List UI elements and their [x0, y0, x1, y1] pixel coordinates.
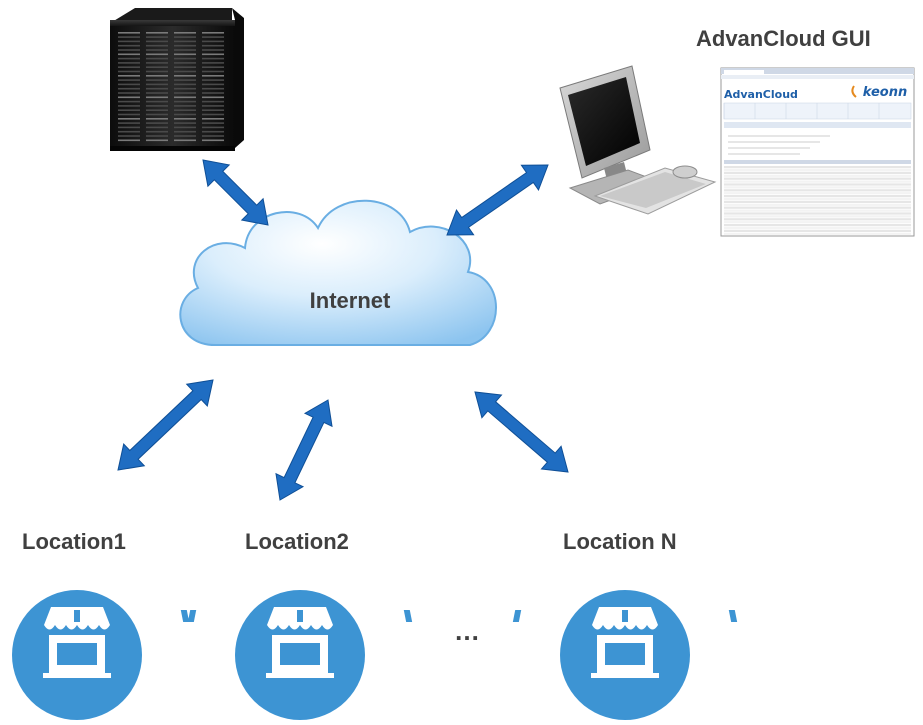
location-label-2: Location2 [245, 529, 349, 554]
store-icons [12, 590, 738, 720]
ellipsis: … [454, 616, 480, 646]
store-icon [512, 590, 738, 720]
screenshot-table [723, 102, 912, 235]
cloud-icon: Internet [179, 199, 497, 346]
arrow-cloud-location1 [117, 379, 214, 471]
arrow-server-cloud [202, 159, 269, 226]
arrow-cloud-locationn [474, 391, 569, 473]
advancloud-screenshot: AdvanCloud keonn [720, 67, 915, 237]
server-rack-icon [110, 8, 244, 151]
computer-monitor-icon [559, 65, 717, 215]
location-label-n: Location N [563, 529, 677, 554]
screenshot-app-name: AdvanCloud [724, 88, 798, 101]
arrow-cloud-computer [446, 164, 549, 236]
connection-arrows [117, 159, 569, 501]
location-label-1: Location1 [22, 529, 126, 554]
screenshot-brand: keonn [863, 85, 907, 100]
store-icon [12, 590, 190, 720]
cloud-label: Internet [310, 288, 391, 313]
store-icon [187, 590, 413, 720]
arrow-cloud-location2 [275, 399, 333, 501]
gui-title: AdvanCloud GUI [696, 26, 871, 51]
brand-swirl-icon [851, 85, 857, 98]
